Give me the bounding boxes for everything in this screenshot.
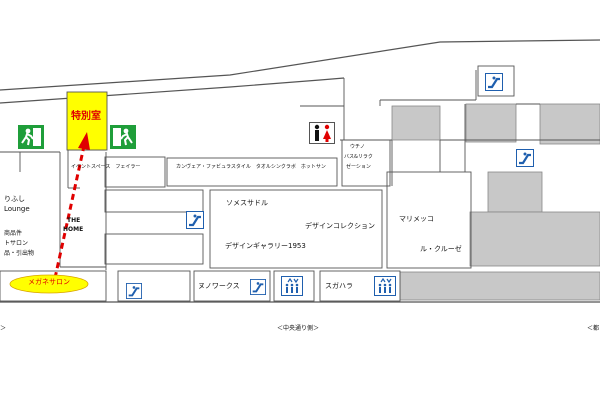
event-space-label: イベントスペース フェイラー bbox=[71, 164, 141, 170]
escalator-icon bbox=[186, 211, 204, 229]
special-room-label: 特別室 bbox=[71, 111, 101, 122]
megane-salon-label: メガネサロン bbox=[28, 278, 70, 286]
le-creuset-label: ル・クルーゼ bbox=[420, 245, 462, 253]
outer-walls bbox=[0, 39, 600, 303]
marimekko-label: マリメッコ bbox=[399, 215, 434, 223]
left-shop-label-4: トサロン bbox=[4, 240, 29, 247]
escalator-icon bbox=[516, 149, 534, 167]
the-home-label-1: THE bbox=[67, 217, 81, 224]
design-collection-label: デザインコレクション bbox=[305, 222, 375, 230]
partitions bbox=[0, 70, 600, 270]
escalator-icon bbox=[485, 73, 503, 91]
uchino-label-3: ゼーション bbox=[346, 164, 371, 170]
row-shops-label: カンヴェア・ファビュラスタイル タオルシンクラボ ホットサン bbox=[176, 164, 326, 170]
design-gallery-label: デザインギャラリー1953 bbox=[225, 242, 306, 250]
somesuddle-label: ソメスサドル bbox=[226, 199, 268, 207]
left-shop-label-1: りふし bbox=[4, 195, 25, 203]
escalator-icon bbox=[126, 283, 142, 299]
left-shop-label-5: 品・引出物 bbox=[4, 250, 35, 257]
room-outlines bbox=[0, 65, 515, 302]
uchino-label-2: バス&リラク bbox=[344, 154, 373, 160]
nuno-works-label: ヌノワークス bbox=[198, 282, 240, 290]
sugahara-label: スガハラ bbox=[325, 282, 353, 290]
escalator-icon bbox=[250, 279, 266, 295]
megane-salon-marker[interactable] bbox=[9, 274, 89, 294]
left-shop-label-3: 商品件 bbox=[4, 230, 23, 237]
the-home-label-2: HOME bbox=[63, 226, 84, 233]
exit-sign-icon bbox=[18, 125, 44, 149]
route-arrow bbox=[53, 132, 90, 279]
blocked-areas bbox=[391, 103, 600, 301]
elevator-icon bbox=[281, 276, 303, 296]
elevator-icon bbox=[374, 276, 396, 296]
street-label: ＜中央通り側＞ bbox=[277, 325, 320, 332]
street-right-fragment: ＜都 bbox=[587, 325, 600, 332]
exit-sign-icon bbox=[110, 125, 136, 149]
left-shop-label-2: Lounge bbox=[4, 205, 30, 213]
uchino-label-1: ウチノ bbox=[350, 144, 365, 150]
street-left-fragment: ＞ bbox=[0, 325, 7, 332]
restroom-icon bbox=[309, 122, 335, 144]
